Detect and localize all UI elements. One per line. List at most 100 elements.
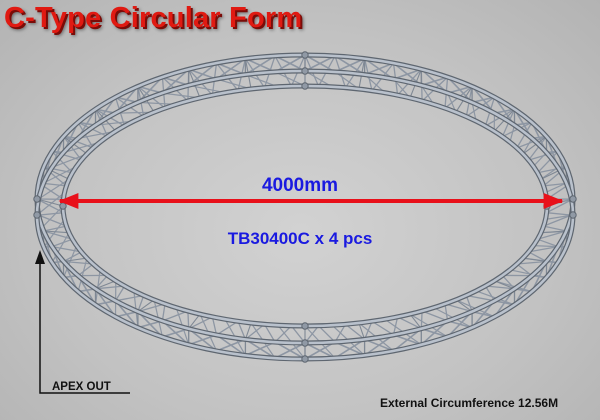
lacing-strut [540, 166, 567, 180]
lacing-diagonal [94, 285, 126, 290]
lacing-diagonal [396, 316, 422, 330]
lacing-diagonal [484, 285, 496, 302]
lacing-diagonal [43, 230, 74, 240]
lacing-diagonal [114, 294, 145, 302]
lacing-strut [62, 257, 88, 263]
lacing-diagonal [371, 320, 395, 336]
lacing-diagonal [334, 341, 366, 357]
diameter-label: 4000mm [261, 175, 339, 196]
lacing-diagonal [536, 230, 567, 240]
lacing-diagonal [471, 101, 477, 122]
part-number-label: TB30400C x 4 pcs [227, 229, 373, 248]
apex-arrow-icon [35, 250, 45, 264]
truss-connection-node [301, 67, 309, 75]
lacing-diagonal [536, 150, 559, 174]
lacing-diagonal [545, 212, 572, 216]
apex-out-label: APEX OUT [52, 381, 111, 393]
truss-connection-node [301, 51, 309, 59]
lacing-diagonal [94, 269, 101, 306]
lacing-diagonal [244, 55, 276, 76]
truss-connection-node [301, 355, 309, 363]
lacing-diagonal [51, 153, 88, 168]
lacing-diagonal [38, 178, 70, 200]
lacing-strut [244, 322, 252, 340]
truss-connection-node [301, 322, 309, 330]
lacing-strut [43, 230, 70, 234]
lacing-diagonal [237, 320, 247, 341]
truss-ring [33, 51, 577, 363]
lacing-diagonal [211, 316, 218, 336]
truss-connection-node [59, 202, 67, 210]
truss-lacing [36, 54, 574, 360]
truss-connection-node [569, 195, 577, 203]
lacing-diagonal [161, 310, 189, 322]
lacing-strut [188, 313, 201, 330]
lacing-strut [43, 166, 70, 180]
lacing-diagonal [51, 238, 74, 248]
lacing-diagonal [527, 135, 548, 161]
lacing-diagonal [444, 303, 473, 313]
lacing-diagonal [532, 151, 548, 167]
outer-bottom-chord-outline [34, 68, 576, 362]
lacing-diagonal [137, 294, 145, 313]
lacing-diagonal [465, 294, 496, 302]
lacing-strut [455, 299, 473, 313]
lacing-diagonal [516, 260, 548, 265]
lacing-diagonal [509, 124, 516, 143]
lacing-strut [540, 230, 567, 234]
lacing-diagonal [215, 320, 239, 336]
lacing-diagonal [344, 323, 366, 341]
lacing-diagonal [263, 323, 276, 343]
lacing-diagonal [542, 214, 572, 227]
lacing-diagonal [51, 150, 83, 161]
truss-chords [34, 52, 576, 362]
external-circumference-label: External Circumference 12.56M [380, 396, 559, 410]
lacing-diagonal [161, 303, 166, 322]
lacing-diagonal [77, 263, 94, 277]
lacing-diagonal [304, 342, 336, 359]
lacing-diagonal [527, 251, 548, 263]
lacing-strut [94, 280, 117, 290]
lacing-diagonal [43, 166, 74, 174]
apex-leader-line [39, 255, 130, 394]
lacing-diagonal [274, 341, 306, 360]
truss-connection-node [543, 202, 551, 210]
lacing-diagonal [484, 285, 516, 290]
lacing-diagonal [188, 316, 214, 330]
lacing-strut [409, 313, 422, 330]
lacing-strut [522, 257, 548, 263]
lacing-diagonal [527, 245, 559, 253]
lacing-diagonal [516, 135, 548, 149]
lacing-diagonal [62, 260, 94, 265]
lacing-diagonal [51, 232, 70, 264]
lacing-diagonal [444, 303, 449, 322]
truss-connection-node [33, 195, 41, 203]
lacing-diagonal [509, 269, 548, 279]
lacing-diagonal [38, 214, 68, 227]
lacing-diagonal [392, 316, 399, 336]
lacing-diagonal [187, 310, 190, 330]
lacing-diagonal [465, 294, 473, 313]
lacing-diagonal [542, 225, 567, 232]
lacing-diagonal [62, 135, 83, 161]
lacing-diagonal [304, 55, 336, 72]
truss-connection-node [301, 82, 309, 90]
lacing-diagonal [522, 137, 533, 155]
lacing-diagonal [544, 182, 567, 194]
lacing-diagonal [274, 54, 306, 73]
lacing-diagonal [114, 285, 126, 302]
lacing-diagonal [493, 280, 533, 293]
lacing-diagonal [244, 338, 276, 359]
lacing-diagonal [77, 257, 88, 293]
inner-chord-outline [60, 83, 550, 329]
lacing-diagonal [137, 303, 166, 313]
lacing-diagonal [536, 166, 567, 174]
diagram-title: C-Type Circular Form [4, 2, 303, 34]
lacing-diagonal [244, 323, 266, 341]
lacing-diagonal [51, 245, 83, 253]
lacing-strut [358, 322, 366, 340]
lacing-diagonal [43, 225, 68, 232]
lacing-strut [62, 135, 88, 155]
